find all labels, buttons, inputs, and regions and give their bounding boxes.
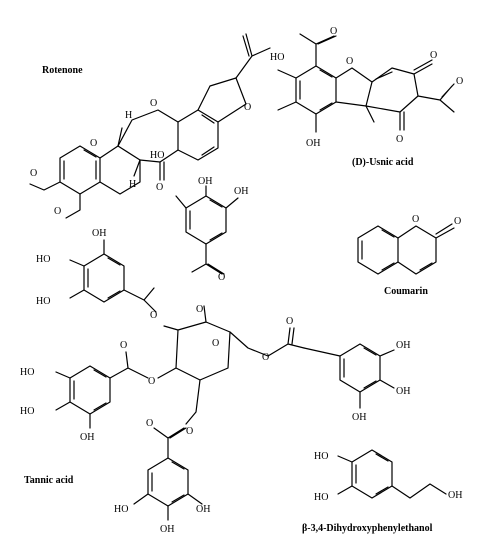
usnic-o-ketone-1: O (430, 50, 437, 61)
tannic-o-ester-left: O (148, 376, 155, 387)
tannic-o-ester-top: O (196, 304, 203, 315)
rotenone-o-methoxy-1: O (30, 168, 37, 179)
rotenone-h-2: H (129, 179, 136, 190)
usnic-o-acetyl: O (456, 76, 463, 87)
tannic-ho-left-top: HO (20, 367, 34, 378)
rotenone-o-furan: O (244, 102, 251, 113)
tannic-ho-top-left: HO (150, 150, 164, 161)
tannic-ho-ul-left: HO (36, 254, 50, 265)
tannic-oh-right-mid: OH (396, 386, 410, 397)
caption-coumarin: Coumarin (384, 286, 428, 297)
tannic-oh-bottom: OH (160, 524, 174, 535)
coumarin-structure (357, 223, 455, 275)
usnic-o-ketone-2: O (396, 134, 403, 145)
tannic-o-carbonyl-right: O (286, 316, 293, 327)
tannic-ho-ul-bottom: HO (36, 296, 50, 307)
tannic-o-ring: O (212, 338, 219, 349)
usnic-oh-bottom: OH (306, 138, 320, 149)
dhpe-ho-bottom: HO (314, 492, 328, 503)
rotenone-o-pyran: O (90, 138, 97, 149)
tannic-oh-bottom-right: OH (196, 504, 210, 515)
caption-dihydroxyphenylethanol: β-3,4-Dihydroxyphenylethanol (302, 523, 433, 534)
tannic-oh-right-top: OH (396, 340, 410, 351)
tannic-oh-top-right: OH (234, 186, 248, 197)
rotenone-o-carbonyl: O (156, 182, 163, 193)
tannic-o-ester-ul: O (150, 310, 157, 321)
usnic-acid-structure (277, 33, 455, 133)
rotenone-o-methoxy-2: O (54, 206, 61, 217)
tannic-o-carbonyl-left: O (120, 340, 127, 351)
dhpe-oh: OH (448, 490, 462, 501)
tannic-oh-right-bottom: OH (352, 412, 366, 423)
tannic-oh-ul-top: OH (92, 228, 106, 239)
coumarin-o-ring: O (412, 214, 419, 225)
tannic-acid-structure (55, 185, 395, 521)
tannic-ho-bottom-left: HO (114, 504, 128, 515)
tannic-ho-left-bottom: HO (20, 406, 34, 417)
usnic-o-furan: O (346, 56, 353, 67)
coumarin-o-carbonyl: O (454, 216, 461, 227)
rotenone-h-1: H (125, 110, 132, 121)
tannic-o-carbonyl-bottom: O (146, 418, 153, 429)
dihydroxyphenylethanol-structure (337, 449, 447, 499)
dhpe-ho-top: HO (314, 451, 328, 462)
tannic-oh-top-mid: OH (198, 176, 212, 187)
tannic-oh-left-low: OH (80, 432, 94, 443)
rotenone-o-chroman: O (150, 98, 157, 109)
rotenone-structure (29, 33, 271, 219)
caption-usnic-acid: (D)-Usnic acid (352, 157, 414, 168)
tannic-o-ester-right: O (262, 352, 269, 363)
tannic-o-carbonyl-top: O (218, 272, 225, 283)
caption-tannic-acid: Tannic acid (24, 475, 74, 486)
usnic-o-acetyl-top: O (330, 26, 337, 37)
tannic-o-ester-bottom: O (186, 426, 193, 437)
usnic-ho-top: HO (270, 52, 284, 63)
caption-rotenone: Rotenone (42, 65, 83, 76)
